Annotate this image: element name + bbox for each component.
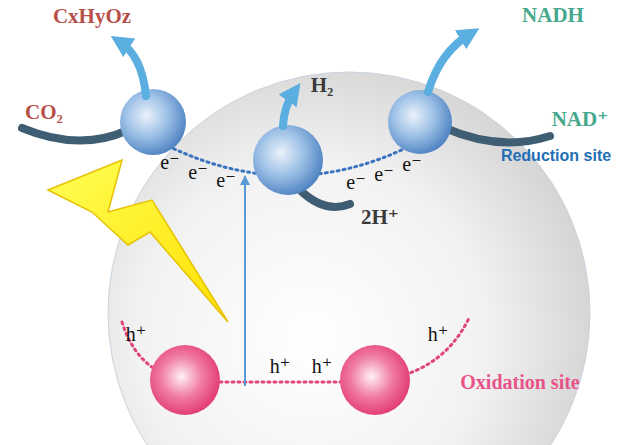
electron-label: e⁻ [346, 171, 365, 193]
product-arrow [428, 34, 470, 92]
reduction-site [253, 125, 323, 195]
electron-label: e⁻ [374, 163, 393, 185]
reduction-site [120, 89, 186, 155]
reactant-arrow [300, 190, 350, 207]
site-label: Oxidation site [460, 371, 579, 393]
site-label: Reduction site [501, 147, 611, 165]
hole-label: h⁺ [126, 323, 147, 345]
reduction-site [388, 90, 452, 154]
hole-label: h⁺ [270, 355, 291, 377]
electron-label: e⁻ [160, 151, 179, 173]
reactant-arrow [22, 128, 128, 141]
product-arrow [120, 42, 146, 96]
cofactor-label: NADH [522, 4, 584, 27]
reactant-arrow [445, 128, 550, 142]
hole-label: h⁺ [428, 323, 449, 345]
cofactor-label: NAD⁺ [552, 108, 609, 131]
electron-label: e⁻ [402, 153, 421, 175]
oxidation-site [150, 345, 220, 415]
excitation-arrow [244, 176, 246, 386]
hydrogen-label: 2H⁺ [361, 206, 399, 229]
product-arrow [283, 92, 294, 126]
hydrogen-label: H₂ [311, 74, 334, 97]
reactant-label: CO₂ [25, 101, 63, 124]
electron-label: e⁻ [216, 169, 235, 191]
hole-label: h⁺ [312, 355, 333, 377]
oxidation-site [340, 345, 410, 415]
electron-label: e⁻ [188, 161, 207, 183]
product-label: CxHyOz [53, 5, 131, 28]
light-bolt [48, 160, 228, 322]
